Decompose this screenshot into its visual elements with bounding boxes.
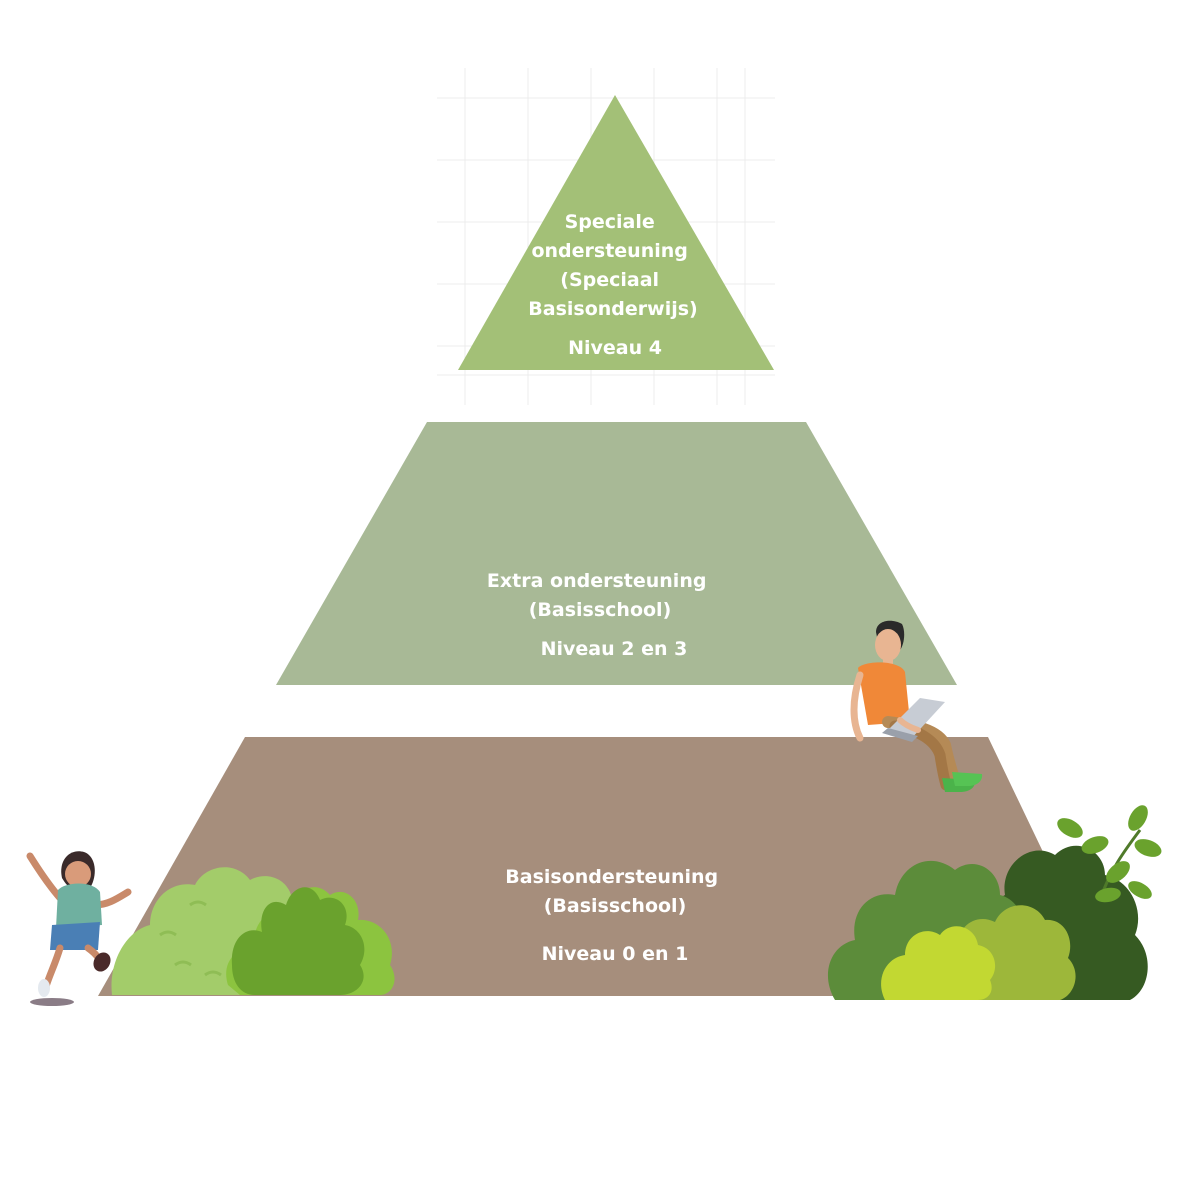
tier-level-4-niveau: Niveau 4 bbox=[568, 337, 662, 359]
man-with-laptop-illustration bbox=[850, 620, 983, 792]
tier-level-2-3-title: Extra ondersteuning (Basisschool) bbox=[487, 570, 713, 621]
pyramid-tier-level-4 bbox=[458, 95, 774, 370]
pyramid-tier-level-2-3 bbox=[276, 422, 957, 685]
tier-level-0-1-niveau: Niveau 0 en 1 bbox=[542, 943, 689, 965]
tier-level-0-1-title: Basisondersteuning (Basisschool) bbox=[505, 866, 724, 917]
bush-illustration bbox=[827, 845, 1148, 1000]
bush-illustration bbox=[111, 867, 395, 995]
tier-level-4-title: Speciale ondersteuning (Speciaal Basison… bbox=[528, 211, 697, 320]
leaf-branch-illustration bbox=[1057, 805, 1162, 903]
jumping-girl-illustration bbox=[26, 851, 132, 1006]
tier-level-2-3-niveau: Niveau 2 en 3 bbox=[541, 638, 688, 660]
